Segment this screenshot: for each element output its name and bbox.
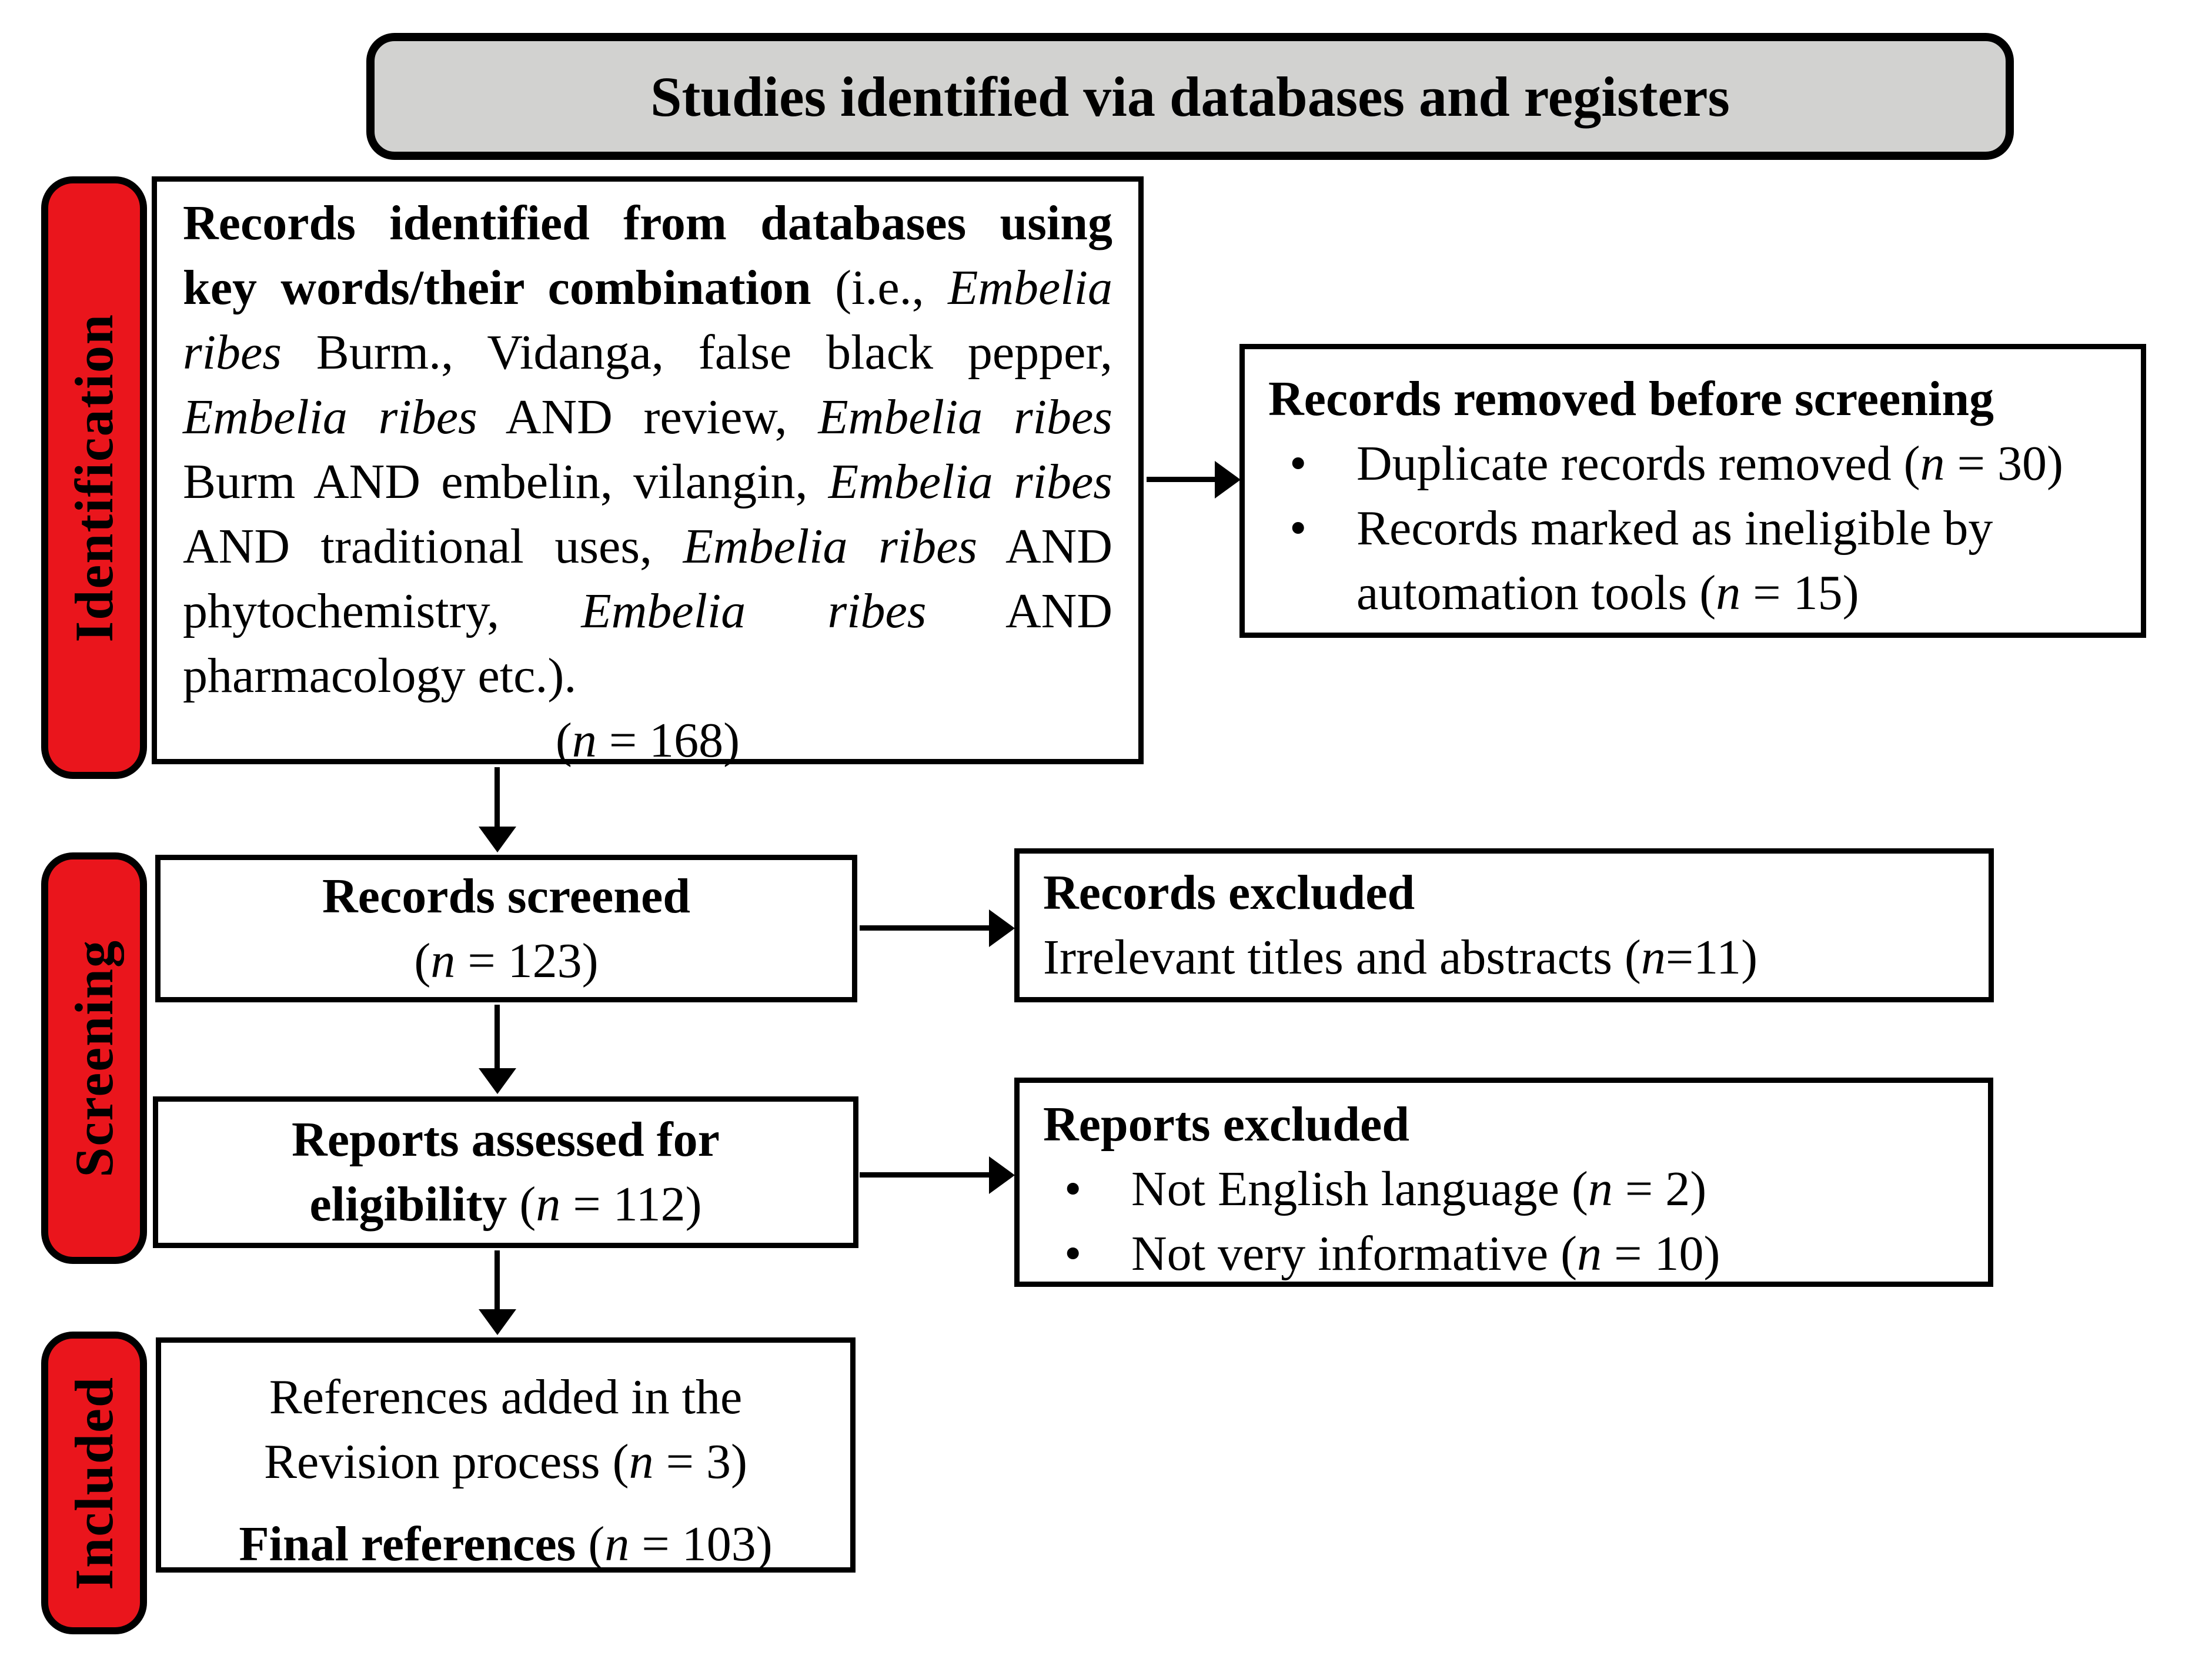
records-identified-text: Records identified from databases using … <box>183 196 1113 703</box>
records-excluded-heading: Records excluded <box>1043 865 1415 920</box>
arrow-identified-to-removed <box>1147 477 1216 482</box>
records-screened-heading: Records screened <box>322 868 690 924</box>
box-records-screened: Records screened (n = 123) <box>155 855 857 1002</box>
records-removed-item-duplicates: Duplicate records removed (n = 30) <box>1268 432 2117 496</box>
stage-label-screening: Screening <box>41 852 147 1264</box>
included-references-line1: References added in the <box>269 1370 743 1424</box>
title-text: Studies identified via databases and reg… <box>650 65 1730 128</box>
stage-label-included-text: Included <box>64 1376 124 1590</box>
box-records-excluded: Records excluded Irrelevant titles and a… <box>1014 848 1994 1002</box>
reports-excluded-heading: Reports excluded <box>1043 1097 1409 1152</box>
reports-excluded-item-informative: Not very informative (n = 10) <box>1043 1222 1964 1286</box>
records-identified-count: (n = 168) <box>555 713 740 768</box>
stage-label-included: Included <box>41 1332 147 1634</box>
records-excluded-reason: Irrelevant titles and abstracts (n=11) <box>1043 930 1758 985</box>
included-final-references: Final references (n = 103) <box>239 1517 773 1571</box>
box-reports-excluded: Reports excluded Not English language (n… <box>1014 1078 1993 1287</box>
arrow-screened-to-assessed <box>494 1005 500 1069</box>
arrow-assessed-to-excluded <box>860 1172 990 1178</box>
arrow-identified-to-screened <box>494 767 500 828</box>
box-records-identified: Records identified from databases using … <box>152 176 1144 768</box>
arrow-screened-to-excluded <box>860 925 990 931</box>
included-references-line2: Revision process (n = 3) <box>264 1434 747 1489</box>
stage-label-screening-text: Screening <box>64 939 124 1178</box>
box-records-removed: Records removed before screening Duplica… <box>1239 344 2146 638</box>
stage-label-identification-text: Identification <box>64 313 124 643</box>
records-screened-count: (n = 123) <box>414 933 599 988</box>
arrow-assessed-to-included <box>494 1250 500 1310</box>
records-removed-list: Duplicate records removed (n = 30) Recor… <box>1268 432 2117 626</box>
reports-assessed-line2: eligibility (n = 112) <box>309 1177 702 1232</box>
records-removed-heading: Records removed before screening <box>1268 372 1994 426</box>
reports-excluded-item-language: Not English language (n = 2) <box>1043 1157 1964 1222</box>
title-banner: Studies identified via databases and reg… <box>366 33 2014 160</box>
box-included-references: References added in the Revision process… <box>156 1337 856 1573</box>
records-removed-item-automation: Records marked as ineligible by automati… <box>1268 496 2117 626</box>
reports-excluded-list: Not English language (n = 2) Not very in… <box>1043 1157 1964 1286</box>
reports-assessed-line1: Reports assessed for <box>292 1112 720 1167</box>
box-reports-assessed: Reports assessed for eligibility (n = 11… <box>153 1096 858 1248</box>
stage-label-identification: Identification <box>41 176 147 779</box>
